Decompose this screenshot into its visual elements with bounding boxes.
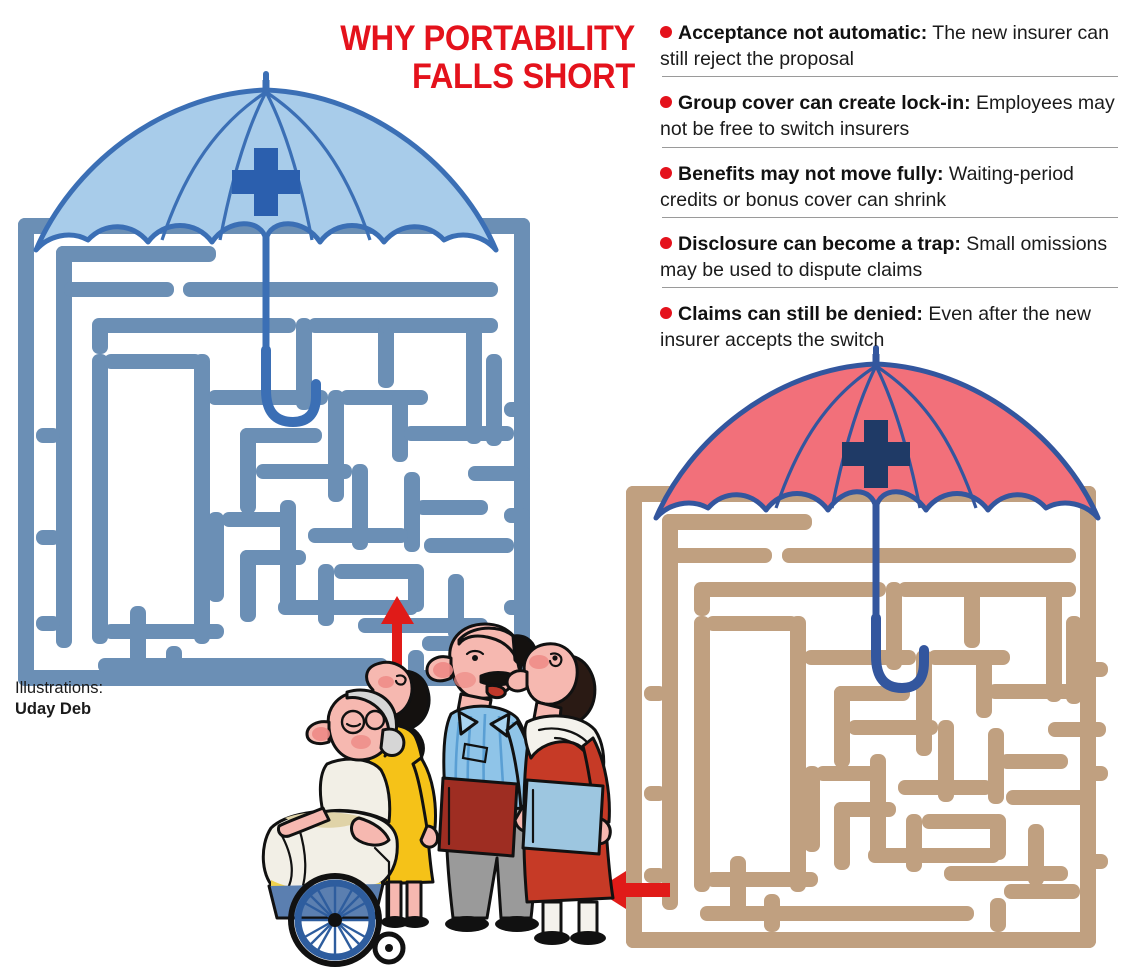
credit-name: Uday Deb bbox=[15, 700, 92, 719]
page-title: WHY PORTABILITY FALLS SHORT bbox=[323, 20, 635, 96]
bullet-dot-icon bbox=[660, 307, 672, 319]
right-maze-illustration bbox=[614, 338, 1126, 970]
list-item-lead: Benefits may not move fully: bbox=[678, 162, 944, 185]
list-divider bbox=[662, 146, 1118, 148]
list-item: Group cover can create lock-in: Employee… bbox=[660, 90, 1118, 160]
family-group-illustration: .ol{stroke:#111;stroke-width:3;stroke-li… bbox=[255, 618, 615, 970]
left-maze-illustration bbox=[8, 60, 553, 700]
blue-maze-walls bbox=[18, 218, 530, 686]
list-item: Acceptance not automatic: The new insure… bbox=[660, 20, 1118, 90]
illustration-credit: Illustrations: Uday Deb bbox=[15, 678, 185, 721]
credit-label: Illustrations: bbox=[15, 679, 104, 697]
list-item-body: The new insurer can still reject the pro… bbox=[660, 22, 1109, 71]
red-umbrella-canopy bbox=[653, 345, 1101, 521]
arrow-up-icon bbox=[381, 596, 414, 668]
tan-maze-walls bbox=[626, 486, 1108, 948]
list-item: Disclosure can become a trap: Small omis… bbox=[660, 231, 1118, 301]
bullet-dot-icon bbox=[660, 26, 672, 38]
list-divider bbox=[662, 76, 1118, 78]
list-item-lead: Acceptance not automatic: bbox=[678, 22, 928, 44]
right-maze-entry-arrow bbox=[594, 868, 672, 912]
arrow-left-icon bbox=[596, 871, 670, 909]
title-line-2: FALLS SHORT bbox=[412, 56, 635, 96]
list-item-body: Small omissions may be used to dispute c… bbox=[660, 232, 1108, 281]
figure-elderly-man-in-wheelchair bbox=[261, 688, 406, 967]
list-item: Benefits may not move fully: Waiting-per… bbox=[660, 161, 1118, 231]
list-divider bbox=[662, 216, 1118, 218]
list-item-lead: Group cover can create lock-in: bbox=[678, 92, 971, 115]
bullet-dot-icon bbox=[660, 166, 672, 179]
list-item: Claims can still be denied: Even after t… bbox=[660, 301, 1118, 359]
list-divider bbox=[662, 287, 1118, 288]
bullet-dot-icon bbox=[660, 236, 672, 249]
medical-cross-icon bbox=[232, 148, 300, 216]
list-item-body: Employees may not be free to switch insu… bbox=[660, 92, 1115, 141]
left-maze-entry-arrow bbox=[378, 594, 418, 670]
blue-umbrella-canopy bbox=[33, 71, 499, 253]
bullet-dot-icon bbox=[660, 96, 672, 109]
list-item-lead: Claims can still be denied: bbox=[678, 303, 923, 325]
list-item-body: Even after the new insurer accepts the s… bbox=[660, 303, 1091, 352]
list-item-lead: Disclosure can become a trap: bbox=[678, 232, 961, 255]
title-line-1: WHY PORTABILITY bbox=[340, 19, 635, 58]
medical-cross-icon bbox=[842, 420, 910, 488]
list-item-body: Waiting-period credits or bonus cover ca… bbox=[660, 162, 1074, 211]
key-points-list: Acceptance not automatic: The new insure… bbox=[660, 20, 1118, 359]
figure-woman-in-red-saree bbox=[505, 642, 615, 945]
